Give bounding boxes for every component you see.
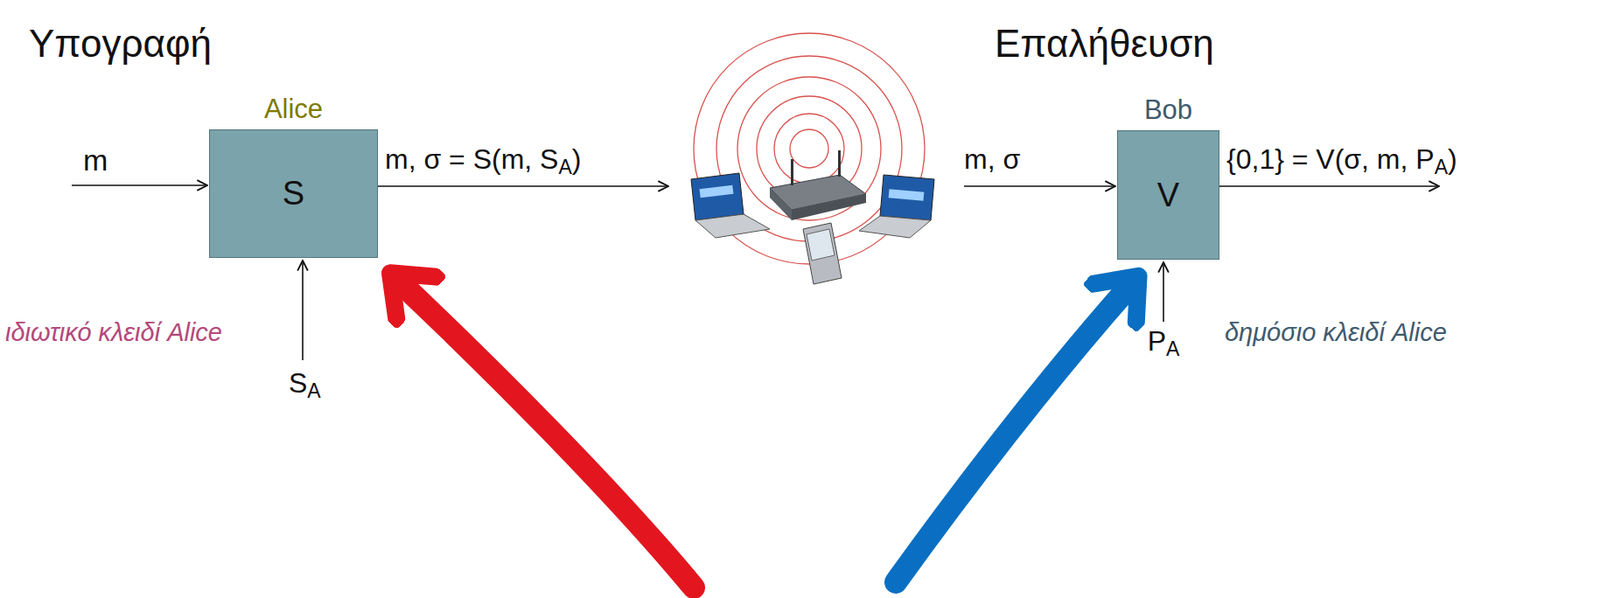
public-key-note: δημόσιο κλειδί Alice [1224, 316, 1454, 349]
verify-output-label: {0,1} = V(σ, m, PA) [1226, 141, 1458, 177]
network-illustration [691, 33, 935, 285]
message-label: m [83, 141, 108, 180]
input-arrow [71, 184, 208, 187]
signature-arrow [377, 185, 669, 188]
private-key-symbol: SA [288, 365, 322, 401]
receive-arrow [964, 185, 1116, 188]
subscript: A [307, 379, 321, 403]
received-label: m, σ [964, 141, 1021, 177]
function-symbol: S [209, 130, 378, 258]
subscript: A [1166, 337, 1180, 361]
party-name: Alice [264, 93, 323, 126]
section-title: Επαλήθευση [994, 19, 1215, 68]
red-annotation-arrow [395, 278, 694, 588]
blue-annotation-arrow [895, 281, 1134, 583]
verify-box: BobV [1117, 130, 1220, 260]
subscript: A [1434, 155, 1448, 179]
private-key-note: ιδιωτικό κλειδί Alice [5, 316, 235, 349]
verify-output-arrow [1219, 185, 1440, 188]
private-key-arrow [301, 260, 304, 361]
sign-box: AliceS [209, 129, 378, 259]
subscript: A [558, 155, 572, 179]
section-title: Υπογραφή [28, 19, 212, 68]
function-symbol: V [1117, 131, 1219, 259]
party-name: Bob [1144, 94, 1193, 126]
public-key-arrow [1162, 262, 1165, 322]
signature-label: m, σ = S(m, SA) [384, 141, 581, 177]
public-key-symbol: PA [1147, 323, 1181, 359]
